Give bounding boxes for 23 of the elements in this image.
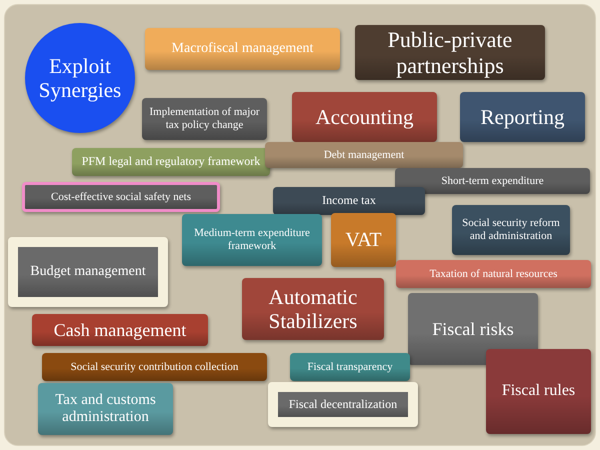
topic-box: Short-term expenditure — [395, 168, 590, 194]
topic-box: Social security reform and administration — [452, 205, 570, 255]
framed-topic-box: Fiscal decentralization — [268, 382, 418, 427]
topic-box: Fiscal transparency — [290, 353, 410, 381]
topic-box: Reporting — [460, 92, 585, 142]
topic-box: Taxation of natural resources — [396, 260, 591, 288]
topic-box: Implementation of major tax policy change — [142, 98, 267, 140]
topic-box: VAT — [331, 213, 396, 267]
topic-box: Macrofiscal management — [145, 28, 340, 70]
topic-box: Medium-term expenditure framework — [182, 214, 322, 266]
topic-box: Debt management — [265, 142, 463, 168]
topic-box: Fiscal rules — [486, 349, 591, 434]
topic-box: Tax and customs administration — [38, 383, 173, 435]
topic-box: Fiscal risks — [408, 293, 538, 365]
topic-box: Accounting — [292, 92, 437, 142]
topic-box: PFM legal and regulatory framework — [72, 148, 270, 176]
topic-box: Income tax — [273, 187, 425, 215]
topic-box: Cash management — [32, 314, 208, 346]
topic-box: Public-private partnerships — [355, 25, 545, 80]
topic-box: Social security contribution collection — [42, 353, 267, 381]
topic-box: Cost-effective social safety nets — [22, 182, 220, 212]
topic-box: Automatic Stabilizers — [242, 278, 384, 340]
framed-topic-box: Budget management — [8, 237, 168, 307]
